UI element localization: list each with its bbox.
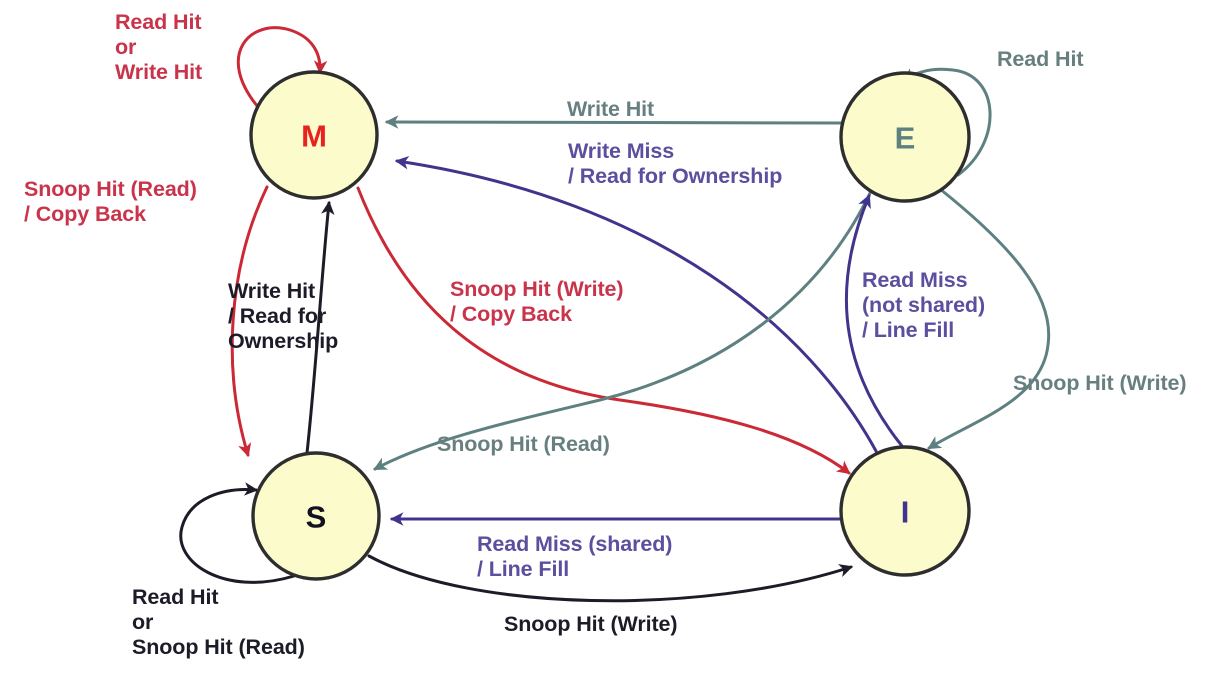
edge-label-e-to-m: Write Hit xyxy=(567,97,655,121)
edge-label-s-to-i: Snoop Hit (Write) xyxy=(504,612,678,636)
edge-s-to-i xyxy=(367,554,853,603)
edge-i-to-e xyxy=(844,194,904,448)
node-E-circle[interactable] xyxy=(839,71,971,203)
edge-label-i-to-e: Read Miss (not shared) / Line Fill xyxy=(862,268,986,343)
node-S-label: S xyxy=(306,500,327,535)
edge-i-to-m xyxy=(394,155,878,453)
node-M-circle[interactable] xyxy=(249,70,379,200)
node-S[interactable]: S xyxy=(251,451,381,581)
node-E-label: E xyxy=(895,121,916,156)
edge-m-to-i xyxy=(356,186,851,475)
edge-e-to-m xyxy=(384,115,843,129)
edge-label-m-self-loop: Read Hit or Write Hit xyxy=(115,10,203,85)
edge-e-self-loop xyxy=(902,67,992,177)
node-I[interactable]: I xyxy=(839,445,971,577)
edge-label-m-to-i: Snoop Hit (Write) / Copy Back xyxy=(450,277,624,327)
node-M[interactable]: M xyxy=(249,70,379,200)
edge-label-i-to-m: Write Miss / Read for Ownership xyxy=(568,139,783,189)
edge-label-i-to-s: Read Miss (shared) / Line Fill xyxy=(477,532,673,582)
edge-m-self-loop xyxy=(236,26,328,109)
edge-s-self-loop xyxy=(179,482,296,584)
edge-label-s-self-loop: Read Hit or Snoop Hit (Read) xyxy=(132,585,305,660)
node-I-circle[interactable] xyxy=(839,445,971,577)
edge-e-to-s xyxy=(373,187,874,471)
edge-e-to-i xyxy=(927,187,1051,450)
node-S-circle[interactable] xyxy=(251,451,381,581)
edge-m-to-s xyxy=(230,185,269,457)
node-I-label: I xyxy=(901,495,910,530)
edge-label-e-to-i: Snoop Hit (Write) xyxy=(1013,371,1187,395)
node-E[interactable]: E xyxy=(839,71,971,203)
node-M-label: M xyxy=(301,119,327,154)
edge-label-m-to-s: Snoop Hit (Read) / Copy Back xyxy=(24,177,197,227)
edge-label-e-to-s: Snoop Hit (Read) xyxy=(437,432,610,456)
edge-label-e-self-loop: Read Hit xyxy=(997,47,1084,71)
edge-label-s-to-m: Write Hit / Read for Ownership xyxy=(228,279,339,354)
edge-s-to-m xyxy=(305,200,335,455)
